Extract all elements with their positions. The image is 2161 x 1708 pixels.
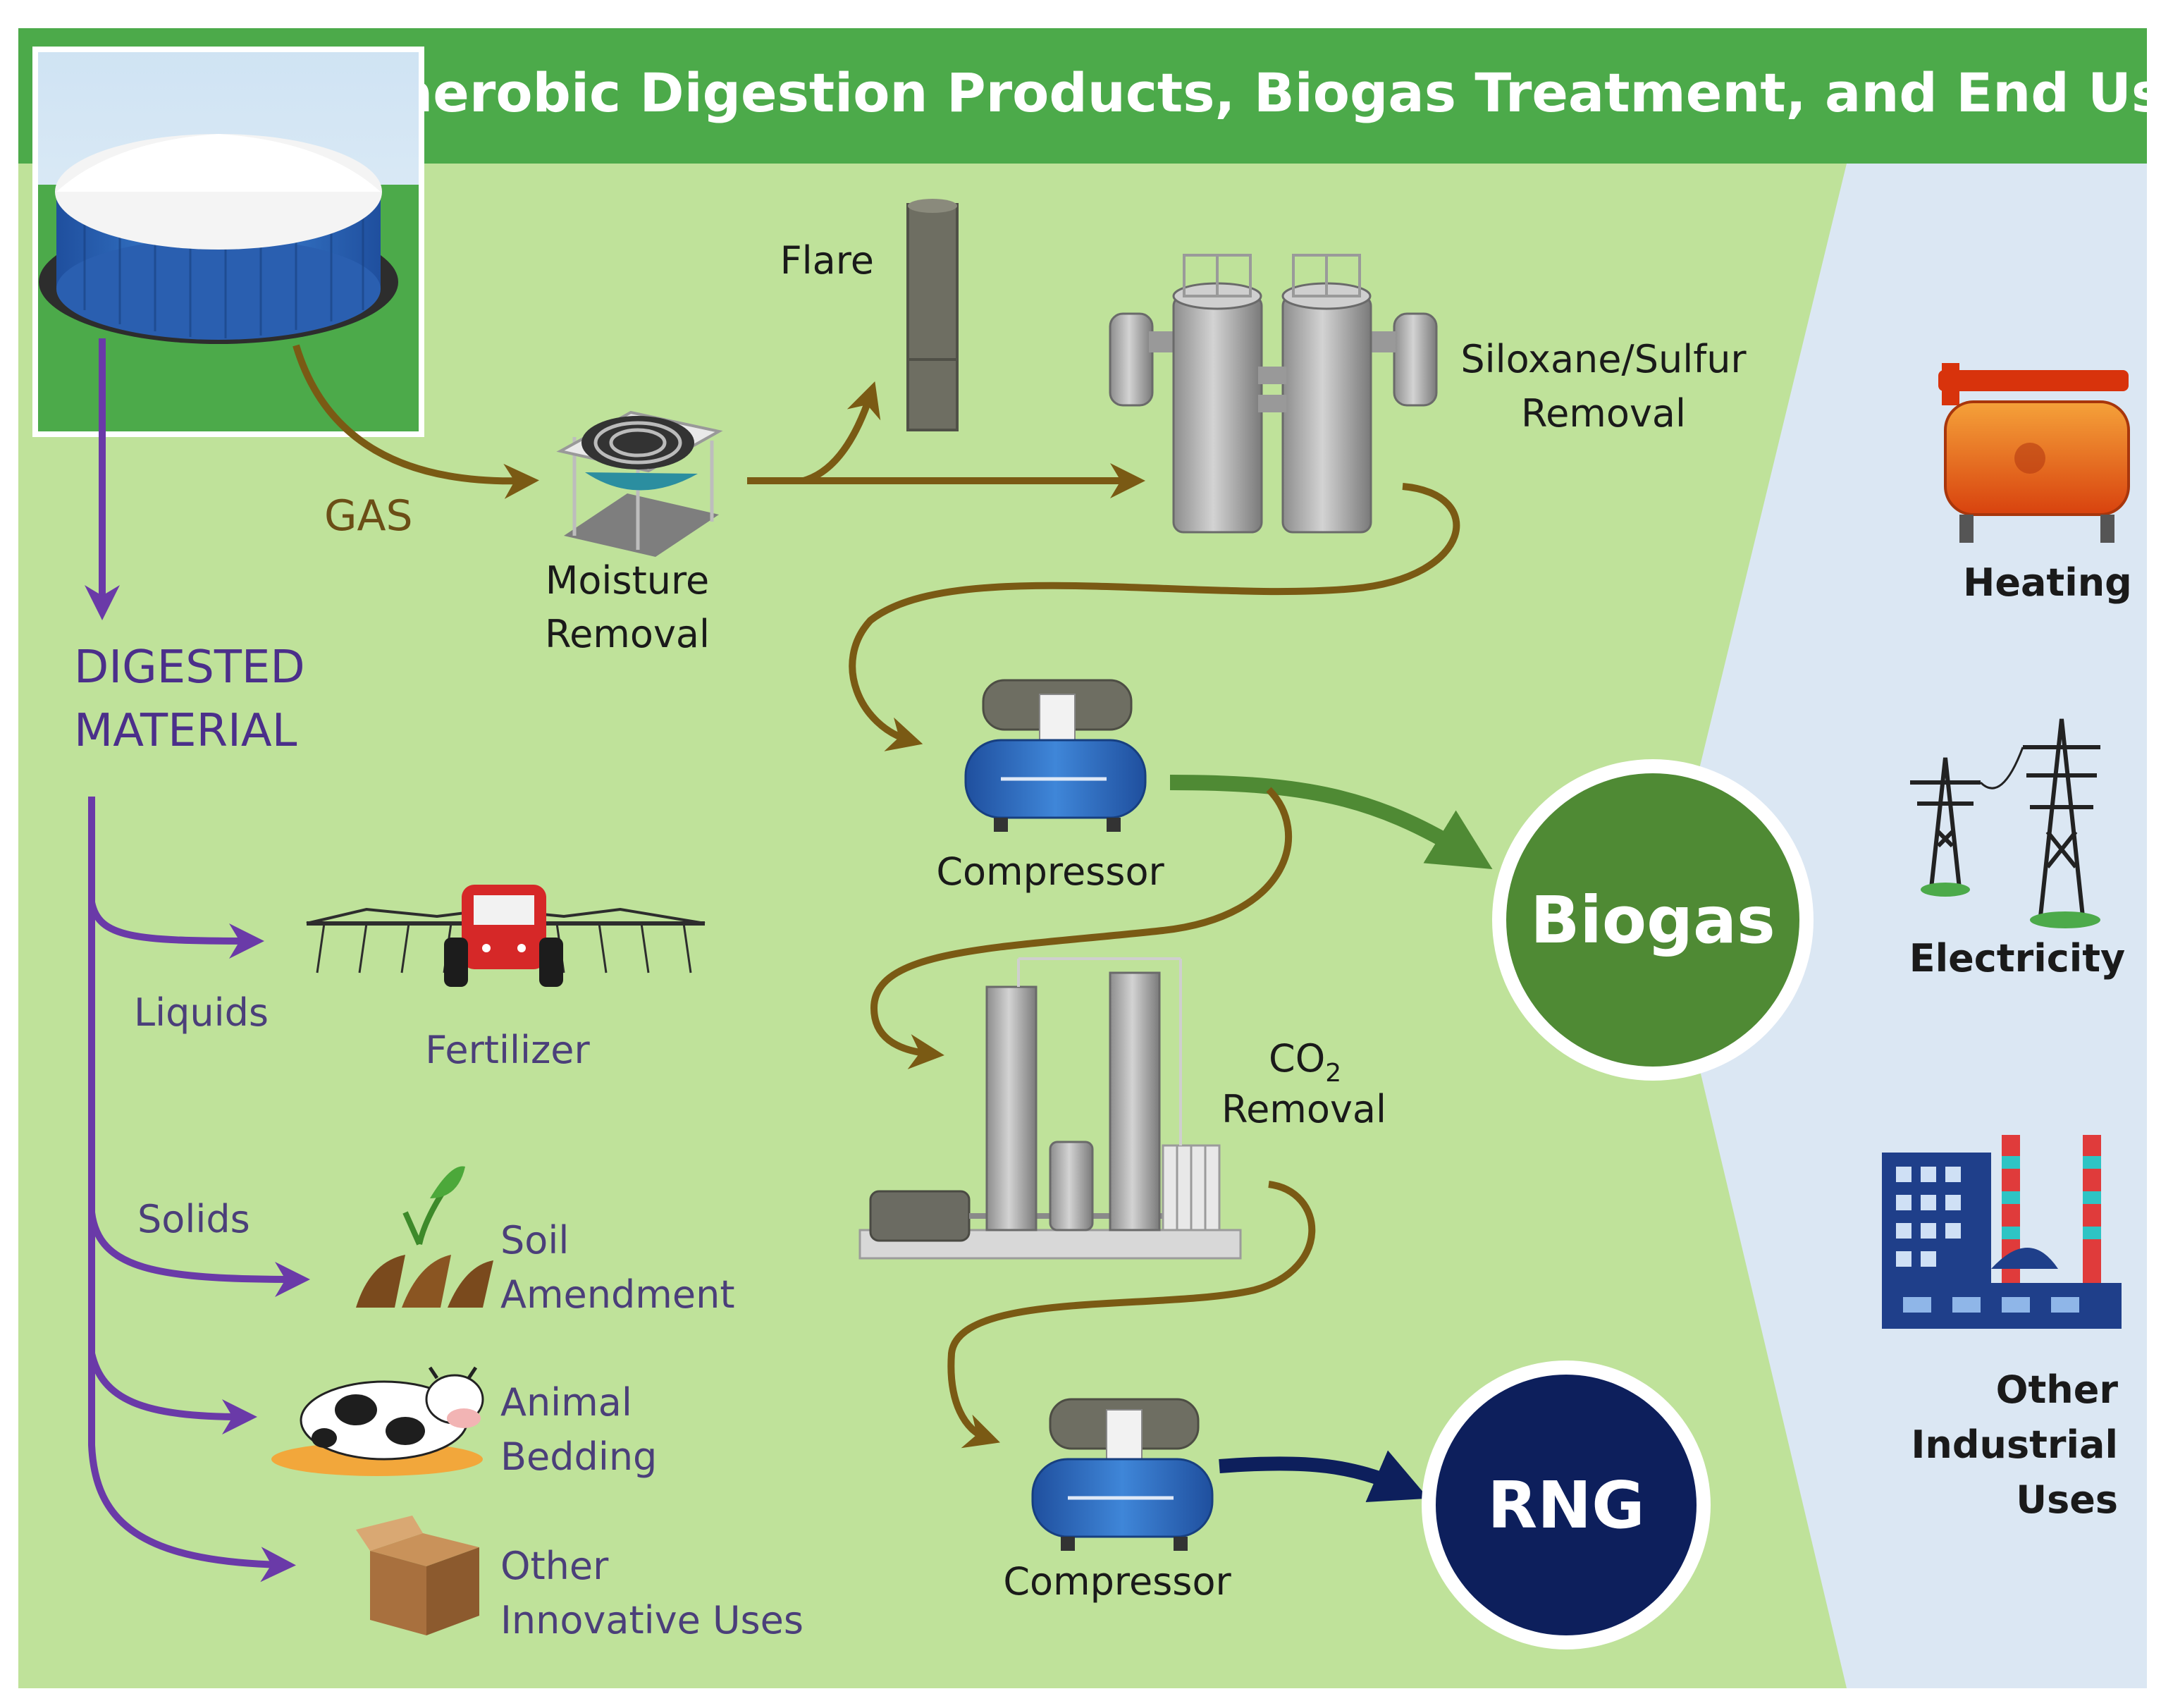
liquids-label: Liquids	[134, 990, 269, 1035]
compressor-icon	[964, 679, 1147, 832]
compressor-to-rng-arrow	[1219, 1450, 1429, 1503]
boiler-icon	[1938, 363, 2130, 543]
siloxane-to-compressor-arrow	[849, 483, 1460, 751]
gas-arrow	[293, 344, 539, 499]
flare-icon	[906, 199, 959, 431]
bedding-label-line2: Bedding	[500, 1434, 657, 1479]
co2-label-prefix: CO2	[1269, 1036, 1341, 1088]
moisture-to-flare-arrow	[802, 381, 881, 484]
siloxane-label-line1: Siloxane/Sulfur	[1460, 337, 1747, 381]
tractor-sprayer-icon	[306, 885, 706, 987]
co2-to-compressor-arrow	[947, 1181, 1316, 1449]
rng-label: RNG	[1487, 1468, 1644, 1543]
bedding-label-line1: Animal	[500, 1380, 632, 1425]
cow-icon	[271, 1366, 484, 1476]
compressor-to-biogas-arrow	[1169, 775, 1493, 870]
industrial-label-line1: Other	[1996, 1368, 2119, 1412]
page-title: Anaerobic Digestion Products, Biogas Tre…	[317, 61, 2161, 124]
digested-material-line1: DIGESTED	[74, 641, 305, 694]
digester-icon	[32, 47, 424, 437]
digested-material-line2: MATERIAL	[74, 705, 297, 757]
biogas-label: Biogas	[1530, 883, 1775, 958]
cardboard-box-icon	[356, 1516, 479, 1635]
grass-icon	[1921, 883, 2100, 928]
power-tower-icon	[1910, 718, 2100, 917]
soil-label-line2: Amendment	[500, 1272, 735, 1317]
factory-icon	[1882, 1135, 2122, 1329]
compressor2-label: Compressor	[1003, 1559, 1231, 1604]
moisture-label-line2: Removal	[545, 612, 710, 656]
digestate-branches	[88, 797, 310, 1583]
moisture-removal-icon	[556, 410, 723, 557]
electricity-label: Electricity	[1909, 936, 2126, 981]
biogas-node	[1492, 759, 1814, 1081]
co2-label-line2: Removal	[1221, 1087, 1386, 1131]
other-uses-label-line2: Innovative Uses	[500, 1598, 804, 1642]
industrial-label-line3: Uses	[2016, 1477, 2118, 1522]
fertilizer-label: Fertilizer	[425, 1028, 590, 1072]
soil-label-line1: Soil	[500, 1218, 569, 1262]
seedling-soil-icon	[356, 1166, 493, 1308]
flare-label: Flare	[780, 238, 874, 283]
heating-label: Heating	[1963, 560, 2132, 605]
compressor-icon	[1031, 1398, 1214, 1551]
other-uses-label-line1: Other	[500, 1544, 609, 1588]
solids-label: Solids	[137, 1197, 250, 1241]
rng-node	[1422, 1360, 1711, 1649]
moisture-label-line1: Moisture	[546, 558, 709, 603]
siloxane-label-line2: Removal	[1521, 391, 1686, 436]
co2-removal-icon	[858, 957, 1242, 1260]
industrial-label-line2: Industrial	[1911, 1423, 2118, 1467]
siloxane-scrubber-icon	[1109, 254, 1438, 534]
compressor1-label: Compressor	[936, 849, 1164, 894]
gas-label: GAS	[324, 491, 413, 541]
compressor-to-co2-arrow	[870, 787, 1293, 1069]
